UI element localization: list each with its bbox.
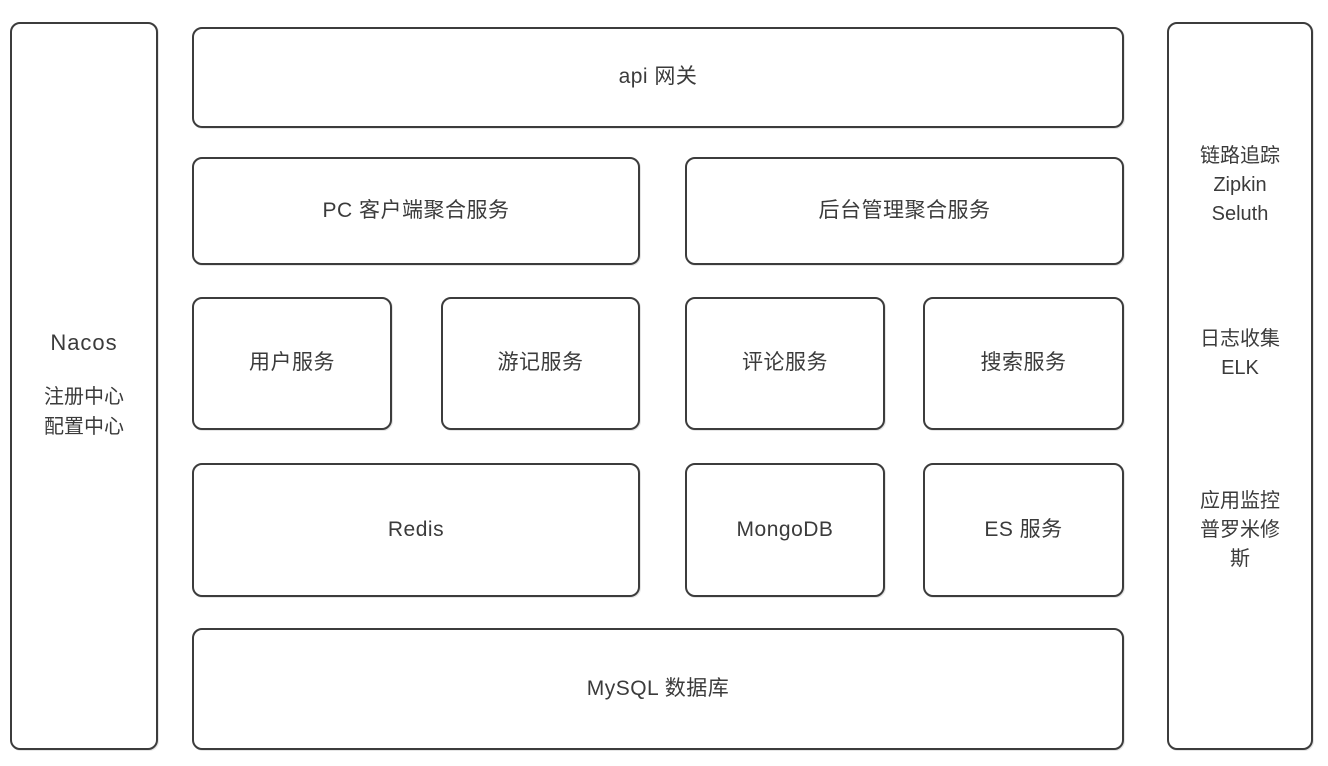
aggregation-label-pc-client: PC 客户端聚合服务 [322,198,510,222]
database-box-mysql[interactable]: MySQL 数据库 [192,628,1124,750]
service-label-comment: 评论服务 [742,351,828,375]
service-box-search[interactable]: 搜索服务 [923,297,1124,430]
database-label-mysql: MySQL 数据库 [586,676,730,700]
storage-box-mongodb[interactable]: MongoDB [685,463,885,597]
storage-label-mongodb: MongoDB [736,517,834,541]
service-label-search: 搜索服务 [980,351,1067,375]
observability-block-tracing: 链路追踪 Zipkin Seluth [1200,145,1280,225]
aggregation-box-pc-client[interactable]: PC 客户端聚合服务 [192,157,640,265]
storage-label-redis: Redis [387,517,445,541]
aggregation-box-admin[interactable]: 后台管理聚合服务 [685,157,1124,265]
storage-box-elasticsearch[interactable]: ES 服务 [923,463,1124,597]
observability-block-monitoring: 应用监控 普罗米修 斯 [1200,490,1280,570]
service-label-user: 用户服务 [249,351,335,375]
registry-panel-title: Nacos [50,330,118,355]
observability-panel[interactable]: 链路追踪 Zipkin Seluth 日志收集 ELK 应用监控 普罗米修 斯 [1167,22,1313,750]
observability-block-logging: 日志收集 ELK [1200,328,1280,379]
service-label-travel-notes: 游记服务 [497,351,584,375]
api-gateway-box[interactable]: api 网关 [192,27,1124,128]
api-gateway-label: api 网关 [618,65,698,89]
storage-label-elasticsearch: ES 服务 [984,517,1063,541]
registry-panel-subtitle: 注册中心 配置中心 [44,386,124,438]
service-box-travel-notes[interactable]: 游记服务 [441,297,640,430]
service-box-user[interactable]: 用户服务 [192,297,392,430]
aggregation-label-admin: 后台管理聚合服务 [818,198,991,222]
registry-config-panel[interactable]: Nacos 注册中心 配置中心 [10,22,158,750]
storage-box-redis[interactable]: Redis [192,463,640,597]
service-box-comment[interactable]: 评论服务 [685,297,885,430]
